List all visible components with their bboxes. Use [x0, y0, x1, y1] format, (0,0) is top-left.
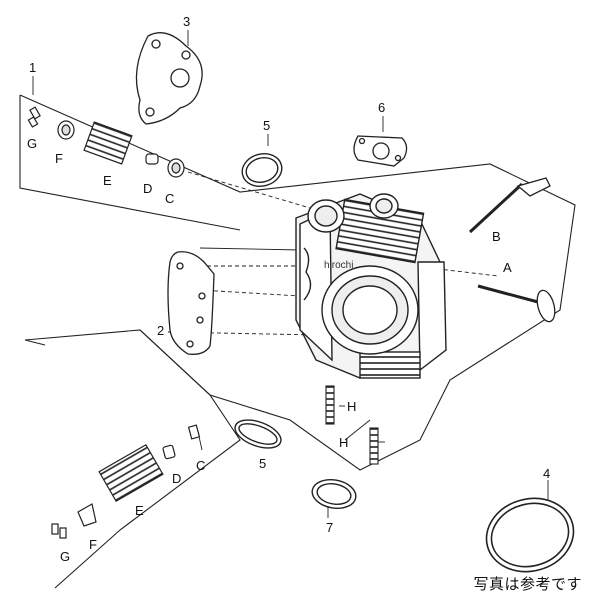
reference-photo-caption: 写真は参考です	[473, 575, 582, 593]
callout-f-top: F	[55, 151, 63, 166]
callout-f-bottom: F	[89, 537, 97, 552]
part-5-o-ring-bottom	[234, 419, 282, 449]
frame-outline	[19, 94, 576, 589]
callout-d-bottom: D	[172, 471, 181, 486]
part-6-gasket	[353, 135, 408, 167]
valve-b	[468, 177, 551, 234]
callout-1: 1	[29, 60, 36, 75]
callout-3: 3	[183, 14, 190, 29]
part-4-large-o-ring	[485, 497, 575, 573]
part-7-ring	[311, 478, 357, 510]
part-5-o-ring-top	[241, 153, 283, 187]
callout-e-top: E	[103, 173, 112, 188]
callout-4: 4	[543, 466, 550, 481]
callout-c-top: C	[165, 191, 174, 206]
callout-h-top: H	[347, 399, 356, 414]
callout-g-top: G	[27, 136, 37, 151]
part-2-head-gasket	[167, 251, 215, 355]
callout-2: 2	[157, 323, 164, 338]
callout-e-bottom: E	[135, 503, 144, 518]
callout-labels: 1 2 3 4 5 5 6 7 A B C C D D E E F F G G …	[27, 14, 550, 564]
watermark: hirochi	[324, 260, 353, 271]
callout-a: A	[503, 260, 512, 275]
upper-valve-spring-set	[27, 106, 185, 178]
callout-c-bottom: C	[196, 458, 205, 473]
callout-g-bottom: G	[60, 549, 70, 564]
lower-valve-spring-set	[51, 424, 201, 539]
part-3-manifold-gasket	[135, 32, 203, 125]
stud-bolts-h	[325, 385, 379, 465]
callout-h-bottom: H	[339, 435, 348, 450]
callout-5-top: 5	[263, 118, 270, 133]
callout-d-top: D	[143, 181, 152, 196]
cylinder-head	[295, 193, 447, 379]
callout-6: 6	[378, 100, 385, 115]
callout-b: B	[492, 229, 501, 244]
leader-lines	[32, 30, 549, 518]
callout-5-bottom: 5	[259, 456, 266, 471]
valve-a	[477, 284, 556, 323]
callout-7: 7	[326, 520, 333, 535]
